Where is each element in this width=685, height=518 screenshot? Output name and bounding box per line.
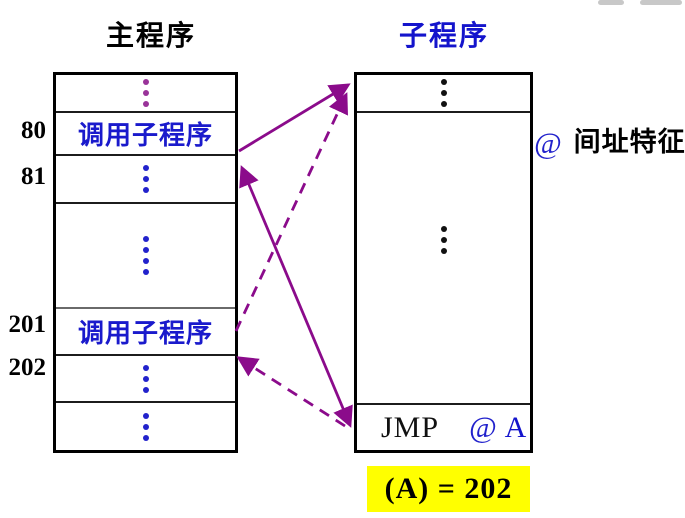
- memory-row-call-201: 调用子程序: [56, 309, 235, 356]
- at-symbol: @: [534, 127, 562, 160]
- call-arrow-from-80: [238, 83, 351, 153]
- memory-row-202: [56, 356, 235, 403]
- vertical-ellipsis-icon: [142, 236, 149, 275]
- address-label-202: 202: [8, 354, 47, 381]
- register-a-value-highlight: (A) = 202: [367, 466, 530, 512]
- at-symbol: @: [469, 410, 497, 444]
- jmp-mnemonic: JMP: [381, 410, 440, 444]
- subroutine-title: 子程序: [399, 19, 490, 52]
- address-label-80: 80: [21, 117, 46, 144]
- call-subroutine-label: 调用子程序: [77, 319, 213, 348]
- address-label-81: 81: [21, 163, 46, 190]
- call-subroutine-label: 调用子程序: [77, 121, 213, 150]
- vertical-ellipsis-icon: [142, 412, 149, 441]
- cropped-slide-artifact: [640, 0, 682, 5]
- memory-row-call-80: 调用子程序: [56, 113, 235, 156]
- subroutine-box: JMP @ A: [354, 72, 533, 453]
- memory-row: [56, 204, 235, 309]
- memory-row: [56, 403, 235, 450]
- vertical-ellipsis-icon: [142, 79, 149, 107]
- subroutine-entry-row: [357, 75, 530, 113]
- indirect-addressing-note: @ 间址特征: [534, 120, 685, 161]
- call-arrow-from-201: [234, 92, 348, 332]
- memory-row-81: [56, 156, 235, 204]
- subroutine-body-row: [357, 113, 530, 403]
- main-program-box: 调用子程序 调用子程序: [53, 72, 238, 453]
- jmp-instruction-row: JMP @ A: [357, 403, 530, 450]
- cropped-slide-artifact: [598, 0, 624, 5]
- vertical-ellipsis-icon: [440, 226, 447, 254]
- return-arrow-to-81: [239, 165, 353, 428]
- return-arrow-to-202: [236, 356, 346, 428]
- memory-row: [56, 75, 235, 113]
- jmp-operand: A: [504, 410, 527, 444]
- vertical-ellipsis-icon: [440, 79, 447, 107]
- vertical-ellipsis-icon: [142, 364, 149, 393]
- address-label-201: 201: [8, 311, 47, 338]
- main-program-title: 主程序: [106, 19, 197, 52]
- vertical-ellipsis-icon: [142, 165, 149, 193]
- indirect-feature-label: 间址特征: [573, 127, 685, 157]
